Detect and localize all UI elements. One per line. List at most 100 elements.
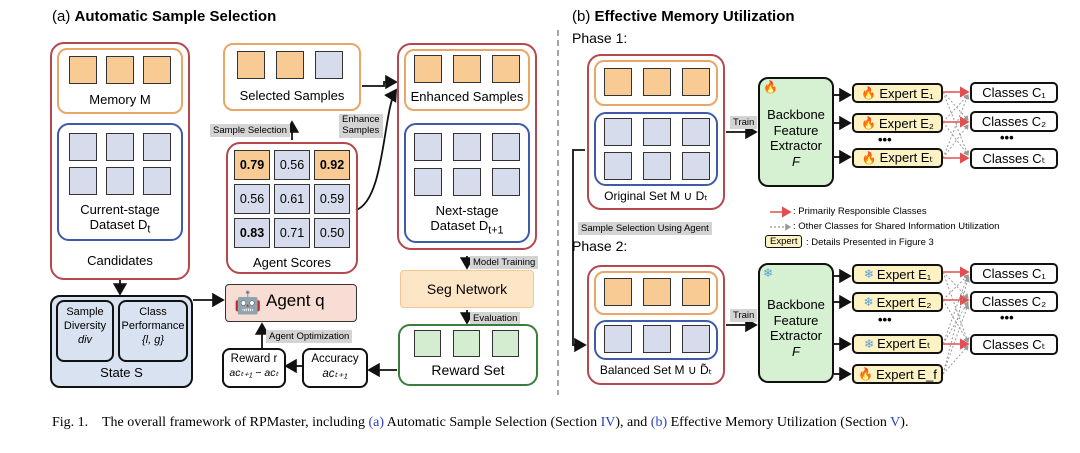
diversity-line2: Diversity <box>63 319 107 332</box>
expert-label: Expert E_f <box>876 366 937 382</box>
panel-b-prefix: (b) <box>572 8 591 25</box>
current-dataset-box <box>57 123 183 241</box>
expert-label: Expert Eₜ <box>877 336 931 351</box>
train-tag-2: Train <box>730 309 758 323</box>
next-dataset-sample <box>453 133 481 161</box>
next-dataset-sample <box>453 168 481 196</box>
legend-expert-box: Expert <box>765 235 803 248</box>
memory-sample <box>143 56 171 84</box>
agent-score-cell: 0.50 <box>314 218 350 248</box>
enhanced-samples-box <box>404 49 530 111</box>
train-tag-1: Train <box>730 116 758 130</box>
backbone-2: Backbone Feature Extractor F <box>758 263 834 383</box>
snowflake-icon: ❄ <box>864 337 875 351</box>
next-dataset-sample <box>492 168 520 196</box>
accuracy-line2: acₜ₊₁ <box>322 367 348 380</box>
next-dataset-sub: t+1 <box>488 224 504 237</box>
original-memory-box <box>594 60 718 106</box>
current-dataset-line2: Dataset D <box>89 216 148 232</box>
dataset-sample <box>682 152 710 180</box>
snowflake-icon: ❄ <box>763 266 774 280</box>
backbone-line2: Feature <box>773 122 819 138</box>
caption-link-sec5[interactable]: V <box>890 415 901 430</box>
panel-b-title-text: Effective Memory Utilization <box>594 8 795 25</box>
classes-box: Classes C₂ <box>970 291 1058 312</box>
panel-a-title: (a) Automatic Sample Selection <box>52 8 276 25</box>
expert-ellipsis: ••• <box>878 312 892 327</box>
memory-sample <box>106 56 134 84</box>
original-set-label: Original Set M ∪ Dₜ <box>604 189 708 203</box>
enhance-samples-tag: Enhance Samples <box>339 114 383 138</box>
enhanced-sample <box>453 55 481 83</box>
caption-text5: ). <box>900 415 909 430</box>
caption-link-sec4[interactable]: IV <box>600 415 616 430</box>
caption-text1: The overall framework of RPMaster, inclu… <box>101 415 365 430</box>
enhanced-samples-label: Enhanced Samples <box>410 89 524 104</box>
expert-box[interactable]: ❄Expert Eₜ <box>852 334 943 354</box>
memory-sample <box>682 278 710 306</box>
reward-sample <box>453 330 480 357</box>
caption-link-a[interactable]: (a) <box>368 415 385 430</box>
selected-sample <box>276 51 304 79</box>
dataset-sample <box>604 325 632 353</box>
reward-sample <box>492 330 519 357</box>
next-stage-box <box>397 43 537 250</box>
classes-box: Classes C₁ <box>970 263 1058 284</box>
enhance-tag-line2: Samples <box>342 124 380 136</box>
memory-sample <box>643 278 671 306</box>
classes-box: Classes C₁ <box>970 82 1058 103</box>
memory-box <box>57 48 183 114</box>
next-dataset-sample <box>414 133 442 161</box>
agent-score-cell: 0.56 <box>234 184 270 214</box>
enhanced-sample <box>414 55 442 83</box>
legend-primary: : Primarily Responsible Classes <box>793 206 927 217</box>
dataset-sample <box>69 167 97 195</box>
reward-line2: acₜ₊₁ − acₜ <box>229 366 279 379</box>
classes-ellipsis: ••• <box>1000 310 1014 325</box>
expert-box[interactable]: 🔥Expert E₁ <box>852 83 943 103</box>
expert-box[interactable]: 🔥Expert E₂ <box>852 113 943 133</box>
selected-sample <box>237 51 265 79</box>
agent-scores-label: Agent Scores <box>252 255 332 270</box>
enhance-tag-line1: Enhance <box>342 114 380 125</box>
backbone-line3: Extractor <box>769 138 822 154</box>
sample-selection-agent-tag: Sample Selection Using Agent <box>578 222 712 236</box>
dataset-sample <box>643 152 671 180</box>
dataset-sample <box>143 133 171 161</box>
expert-label: Expert E₁ <box>879 85 934 101</box>
caption-link-b[interactable]: (b) <box>650 415 668 430</box>
agent-label: Agent q <box>266 291 325 310</box>
next-dataset-label: Next-stage Dataset Dt+1 <box>404 203 530 237</box>
backbone-line3: Extractor <box>769 328 822 344</box>
dataset-sample <box>106 167 134 195</box>
fire-icon: 🔥 <box>861 116 877 130</box>
fire-icon: 🔥 <box>858 367 874 381</box>
selected-sample <box>315 51 343 79</box>
reward-box: Reward r acₜ₊₁ − acₜ <box>222 348 286 388</box>
figure-caption: Fig. 1. The overall framework of RPMaste… <box>52 415 908 431</box>
memory-sample <box>69 56 97 84</box>
model-training-tag: Model Training <box>470 256 539 270</box>
classes-box: Classes C₂ <box>970 111 1058 132</box>
memory-sample <box>604 68 632 96</box>
memory-sample <box>682 68 710 96</box>
diversity-line3: div <box>77 333 93 346</box>
dataset-sample <box>643 325 671 353</box>
expert-ellipsis: ••• <box>878 132 892 147</box>
next-dataset-line2: Dataset D <box>430 217 489 233</box>
expert-label: Expert Eₜ <box>879 150 934 165</box>
balanced-set-box <box>587 265 725 385</box>
expert-box[interactable]: ❄Expert E₁ <box>852 264 943 284</box>
balanced-dataset-box <box>594 320 718 360</box>
expert-box[interactable]: ❄Expert E₂ <box>852 292 943 312</box>
expert-label: Expert E₂ <box>879 115 934 131</box>
expert-box-f[interactable]: 🔥Expert E_f <box>852 364 943 384</box>
expert-box[interactable]: 🔥Expert Eₜ <box>852 148 943 168</box>
agent-score-cell: 0.56 <box>274 150 310 180</box>
fire-icon: 🔥 <box>861 86 877 100</box>
caption-text3: ), and <box>615 415 648 430</box>
backbone-line1: Backbone <box>767 107 825 122</box>
caption-text2: Automatic Sample Selection (Section <box>386 415 598 430</box>
balanced-set-label: Balanced Set M ∪ D̃ₜ <box>599 363 713 377</box>
